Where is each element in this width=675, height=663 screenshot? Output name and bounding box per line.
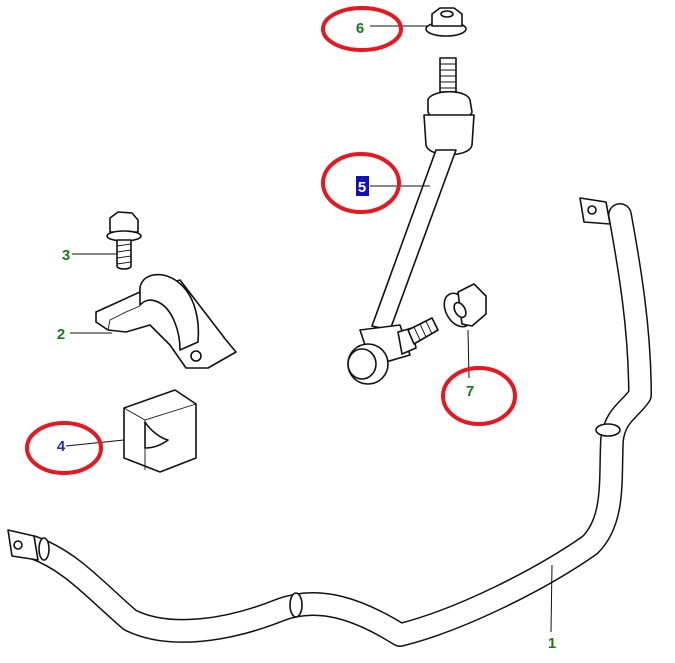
circle-callout-6 (321, 6, 403, 52)
drop-link (347, 57, 475, 385)
callout-7: 7 (466, 383, 474, 400)
highlight-circles (25, 6, 517, 475)
callout-2: 2 (57, 326, 65, 343)
callout-1: 1 (548, 635, 556, 652)
circle-callout-5 (321, 152, 401, 214)
callout-5-highlight (356, 176, 369, 196)
flange-nut-top (425, 7, 467, 37)
rubber-bush (123, 389, 197, 473)
callout-6: 6 (356, 20, 364, 37)
clamp-bracket (95, 273, 237, 369)
callout-3: 3 (62, 247, 70, 264)
anti-roll-bar (7, 197, 652, 647)
flange-nut-side (443, 283, 487, 328)
circle-callout-4 (25, 421, 103, 475)
flange-bolt (106, 211, 142, 270)
callout-5: 5 (358, 179, 366, 196)
callout-labels: 1 2 3 4 5 6 7 (57, 20, 556, 652)
callout-4: 4 (57, 438, 66, 455)
circle-callout-7 (441, 366, 517, 426)
